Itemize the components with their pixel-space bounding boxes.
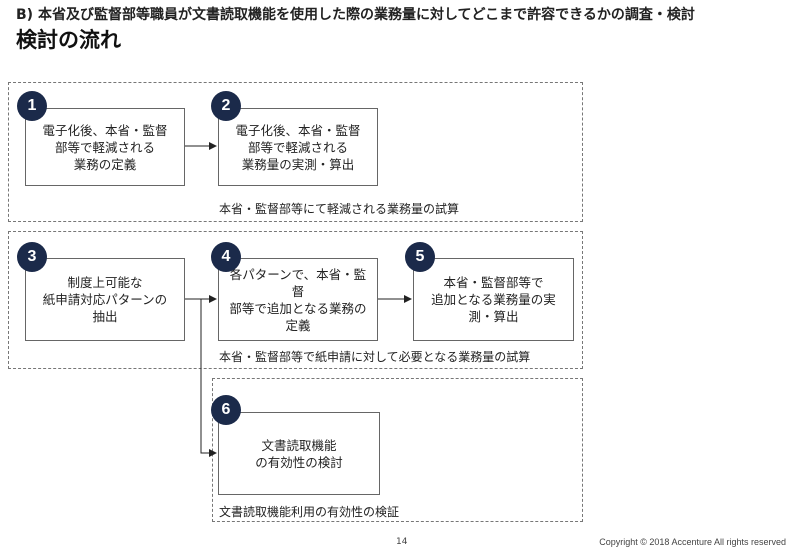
step-5-box: 本省・監督部等で 追加となる業務量の実 測・算出	[413, 258, 574, 341]
step-1-box: 電子化後、本省・監督 部等で軽減される 業務の定義	[25, 108, 185, 186]
step-3-badge: 3	[17, 242, 47, 272]
step-6-badge: 6	[211, 395, 241, 425]
step-3-box: 制度上可能な 紙申請対応パターンの 抽出	[25, 258, 185, 341]
group-label-additional-workload: 本省・監督部等で紙申請に対して必要となる業務量の試算	[219, 350, 531, 364]
step-6-box: 文書読取機能 の有効性の検討	[218, 412, 380, 495]
page-number: 14	[396, 537, 408, 547]
step-4-box: 各パターンで、本省・監督 部等で追加となる業務の 定義	[218, 258, 378, 341]
group-reduced-workload	[8, 82, 583, 222]
step-5-badge: 5	[405, 242, 435, 272]
page-subtitle: B) 本省及び監督部等職員が文書読取機能を使用した際の業務量に対してどこまで許容…	[16, 7, 695, 23]
step-2-badge: 2	[211, 91, 241, 121]
group-additional-workload	[8, 231, 583, 369]
copyright: Copyright © 2018 Accenture All rights re…	[599, 537, 786, 547]
arrow-3-to-6	[200, 299, 217, 457]
group-label-effectiveness: 文書読取機能利用の有効性の検証	[219, 505, 400, 519]
page-title: 検討の流れ	[16, 28, 121, 52]
group-label-reduced-workload: 本省・監督部等にて軽減される業務量の試算	[219, 202, 460, 216]
step-2-box: 電子化後、本省・監督 部等で軽減される 業務量の実測・算出	[218, 108, 378, 186]
step-4-badge: 4	[211, 242, 241, 272]
step-1-badge: 1	[17, 91, 47, 121]
